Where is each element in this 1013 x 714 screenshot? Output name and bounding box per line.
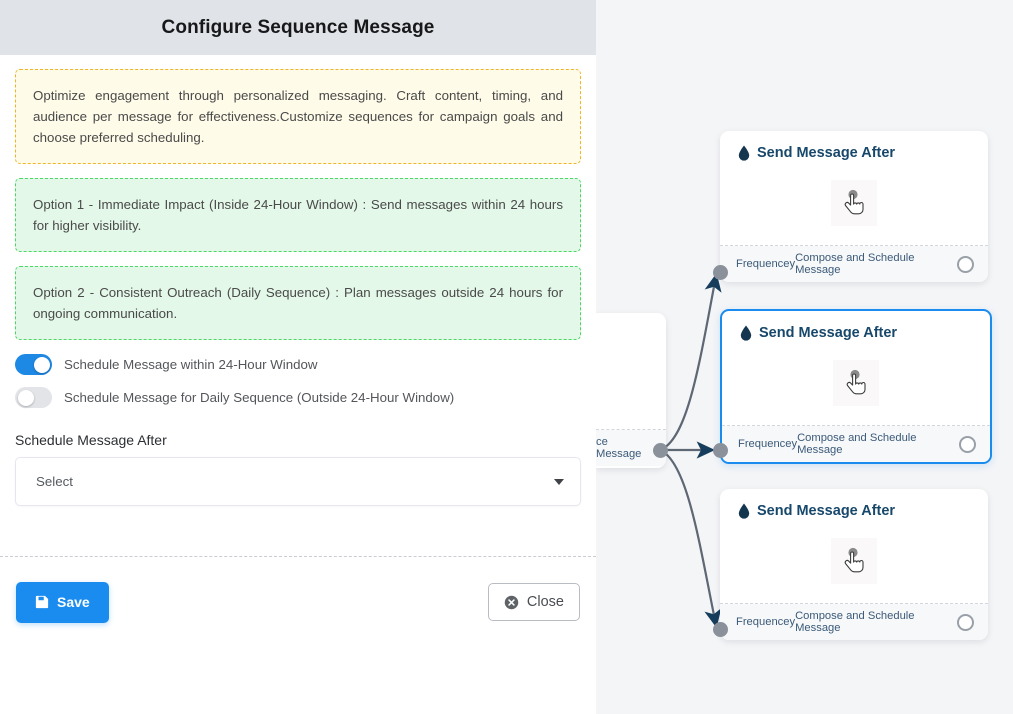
node-footer-frequency-label: Frequencey xyxy=(736,616,796,628)
edge-to-node-1 xyxy=(659,272,722,452)
save-button-label: Save xyxy=(57,594,90,610)
close-circle-icon xyxy=(504,595,519,610)
toggle-label-within-24h: Schedule Message within 24-Hour Window xyxy=(64,357,318,372)
node-title: Send Message After xyxy=(759,325,898,341)
node-divider xyxy=(722,425,990,426)
flow-canvas[interactable]: ce Message Send Message After xyxy=(596,0,1013,714)
node-divider xyxy=(720,245,988,246)
node-body xyxy=(720,519,988,603)
toggle-row-24-hour-window[interactable]: Schedule Message within 24-Hour Window xyxy=(15,354,581,375)
node-body xyxy=(720,161,988,245)
select-value: Select xyxy=(36,474,73,489)
panel-body: Optimize engagement through personalized… xyxy=(0,55,596,506)
toggle-label-daily-sequence: Schedule Message for Daily Sequence (Out… xyxy=(64,390,455,405)
droplet-icon xyxy=(738,503,750,519)
hand-pointer-icon xyxy=(833,360,879,406)
close-button-label: Close xyxy=(526,594,564,610)
save-icon xyxy=(35,595,49,609)
page-title: Configure Sequence Message xyxy=(161,16,435,38)
node-target-port[interactable] xyxy=(959,435,976,453)
node-title: Send Message After xyxy=(757,503,896,519)
flow-node-send-message-after-1[interactable]: Send Message After Frequencey Compose an… xyxy=(720,131,988,282)
partial-node-body xyxy=(596,313,666,429)
partial-node-footer-label: ce Message xyxy=(596,436,642,460)
node-1-input-port[interactable] xyxy=(713,265,728,280)
toggle-schedule-daily-sequence[interactable] xyxy=(15,387,52,408)
node-title: Send Message After xyxy=(757,145,896,161)
node-target-port[interactable] xyxy=(957,255,974,273)
toggle-schedule-within-24h[interactable] xyxy=(15,354,52,375)
partial-node-footer: ce Message xyxy=(596,430,666,466)
flow-node-send-message-after-2[interactable]: Send Message After Frequencey Compose an… xyxy=(720,309,992,464)
node-target-port[interactable] xyxy=(957,613,974,631)
flow-node-partial[interactable]: ce Message xyxy=(596,313,666,468)
chevron-down-icon xyxy=(554,478,564,485)
hand-pointer-icon xyxy=(831,180,877,226)
info-note: Optimize engagement through personalized… xyxy=(15,69,581,164)
save-button[interactable]: Save xyxy=(16,581,109,623)
node-3-input-port[interactable] xyxy=(713,622,728,637)
option-2-note: Option 2 - Consistent Outreach (Daily Se… xyxy=(15,266,581,340)
node-footer-compose-label: Compose and Schedule Message xyxy=(795,252,915,276)
node-divider xyxy=(720,603,988,604)
node-header: Send Message After xyxy=(720,489,988,519)
node-body xyxy=(722,341,990,425)
droplet-icon xyxy=(738,145,750,161)
close-button[interactable]: Close xyxy=(487,583,580,621)
option-1-note: Option 1 - Immediate Impact (Inside 24-H… xyxy=(15,178,581,252)
partial-node-divider xyxy=(596,429,666,430)
panel-footer: Save Close xyxy=(0,567,596,637)
schedule-message-after-select[interactable]: Select xyxy=(15,457,581,506)
toggle-knob xyxy=(33,356,50,373)
node-header: Send Message After xyxy=(722,311,990,341)
node-footer-compose-label: Compose and Schedule Message xyxy=(797,432,917,456)
partial-node-source-port[interactable] xyxy=(653,443,668,458)
panel-header: Configure Sequence Message xyxy=(0,0,596,55)
hand-pointer-icon xyxy=(831,538,877,584)
node-footer: Frequencey Compose and Schedule Message xyxy=(720,246,988,282)
toggle-knob xyxy=(17,389,34,406)
flow-edges xyxy=(659,272,722,629)
node-footer: Frequencey Compose and Schedule Message xyxy=(722,426,990,462)
node-2-input-port[interactable] xyxy=(713,443,728,458)
node-footer-compose-label: Compose and Schedule Message xyxy=(795,610,915,634)
node-footer-frequency-label: Frequencey xyxy=(736,258,796,270)
edge-to-node-3 xyxy=(659,448,722,629)
configure-sequence-panel: Configure Sequence Message Optimize enga… xyxy=(0,0,596,637)
node-header: Send Message After xyxy=(720,131,988,161)
droplet-icon xyxy=(740,325,752,341)
schedule-after-label: Schedule Message After xyxy=(15,432,167,448)
flow-node-send-message-after-3[interactable]: Send Message After Frequencey Compose an… xyxy=(720,489,988,640)
node-footer: Frequencey Compose and Schedule Message xyxy=(720,604,988,640)
toggle-row-daily-sequence[interactable]: Schedule Message for Daily Sequence (Out… xyxy=(15,387,581,408)
footer-divider xyxy=(0,556,596,557)
node-footer-frequency-label: Frequencey xyxy=(738,438,798,450)
